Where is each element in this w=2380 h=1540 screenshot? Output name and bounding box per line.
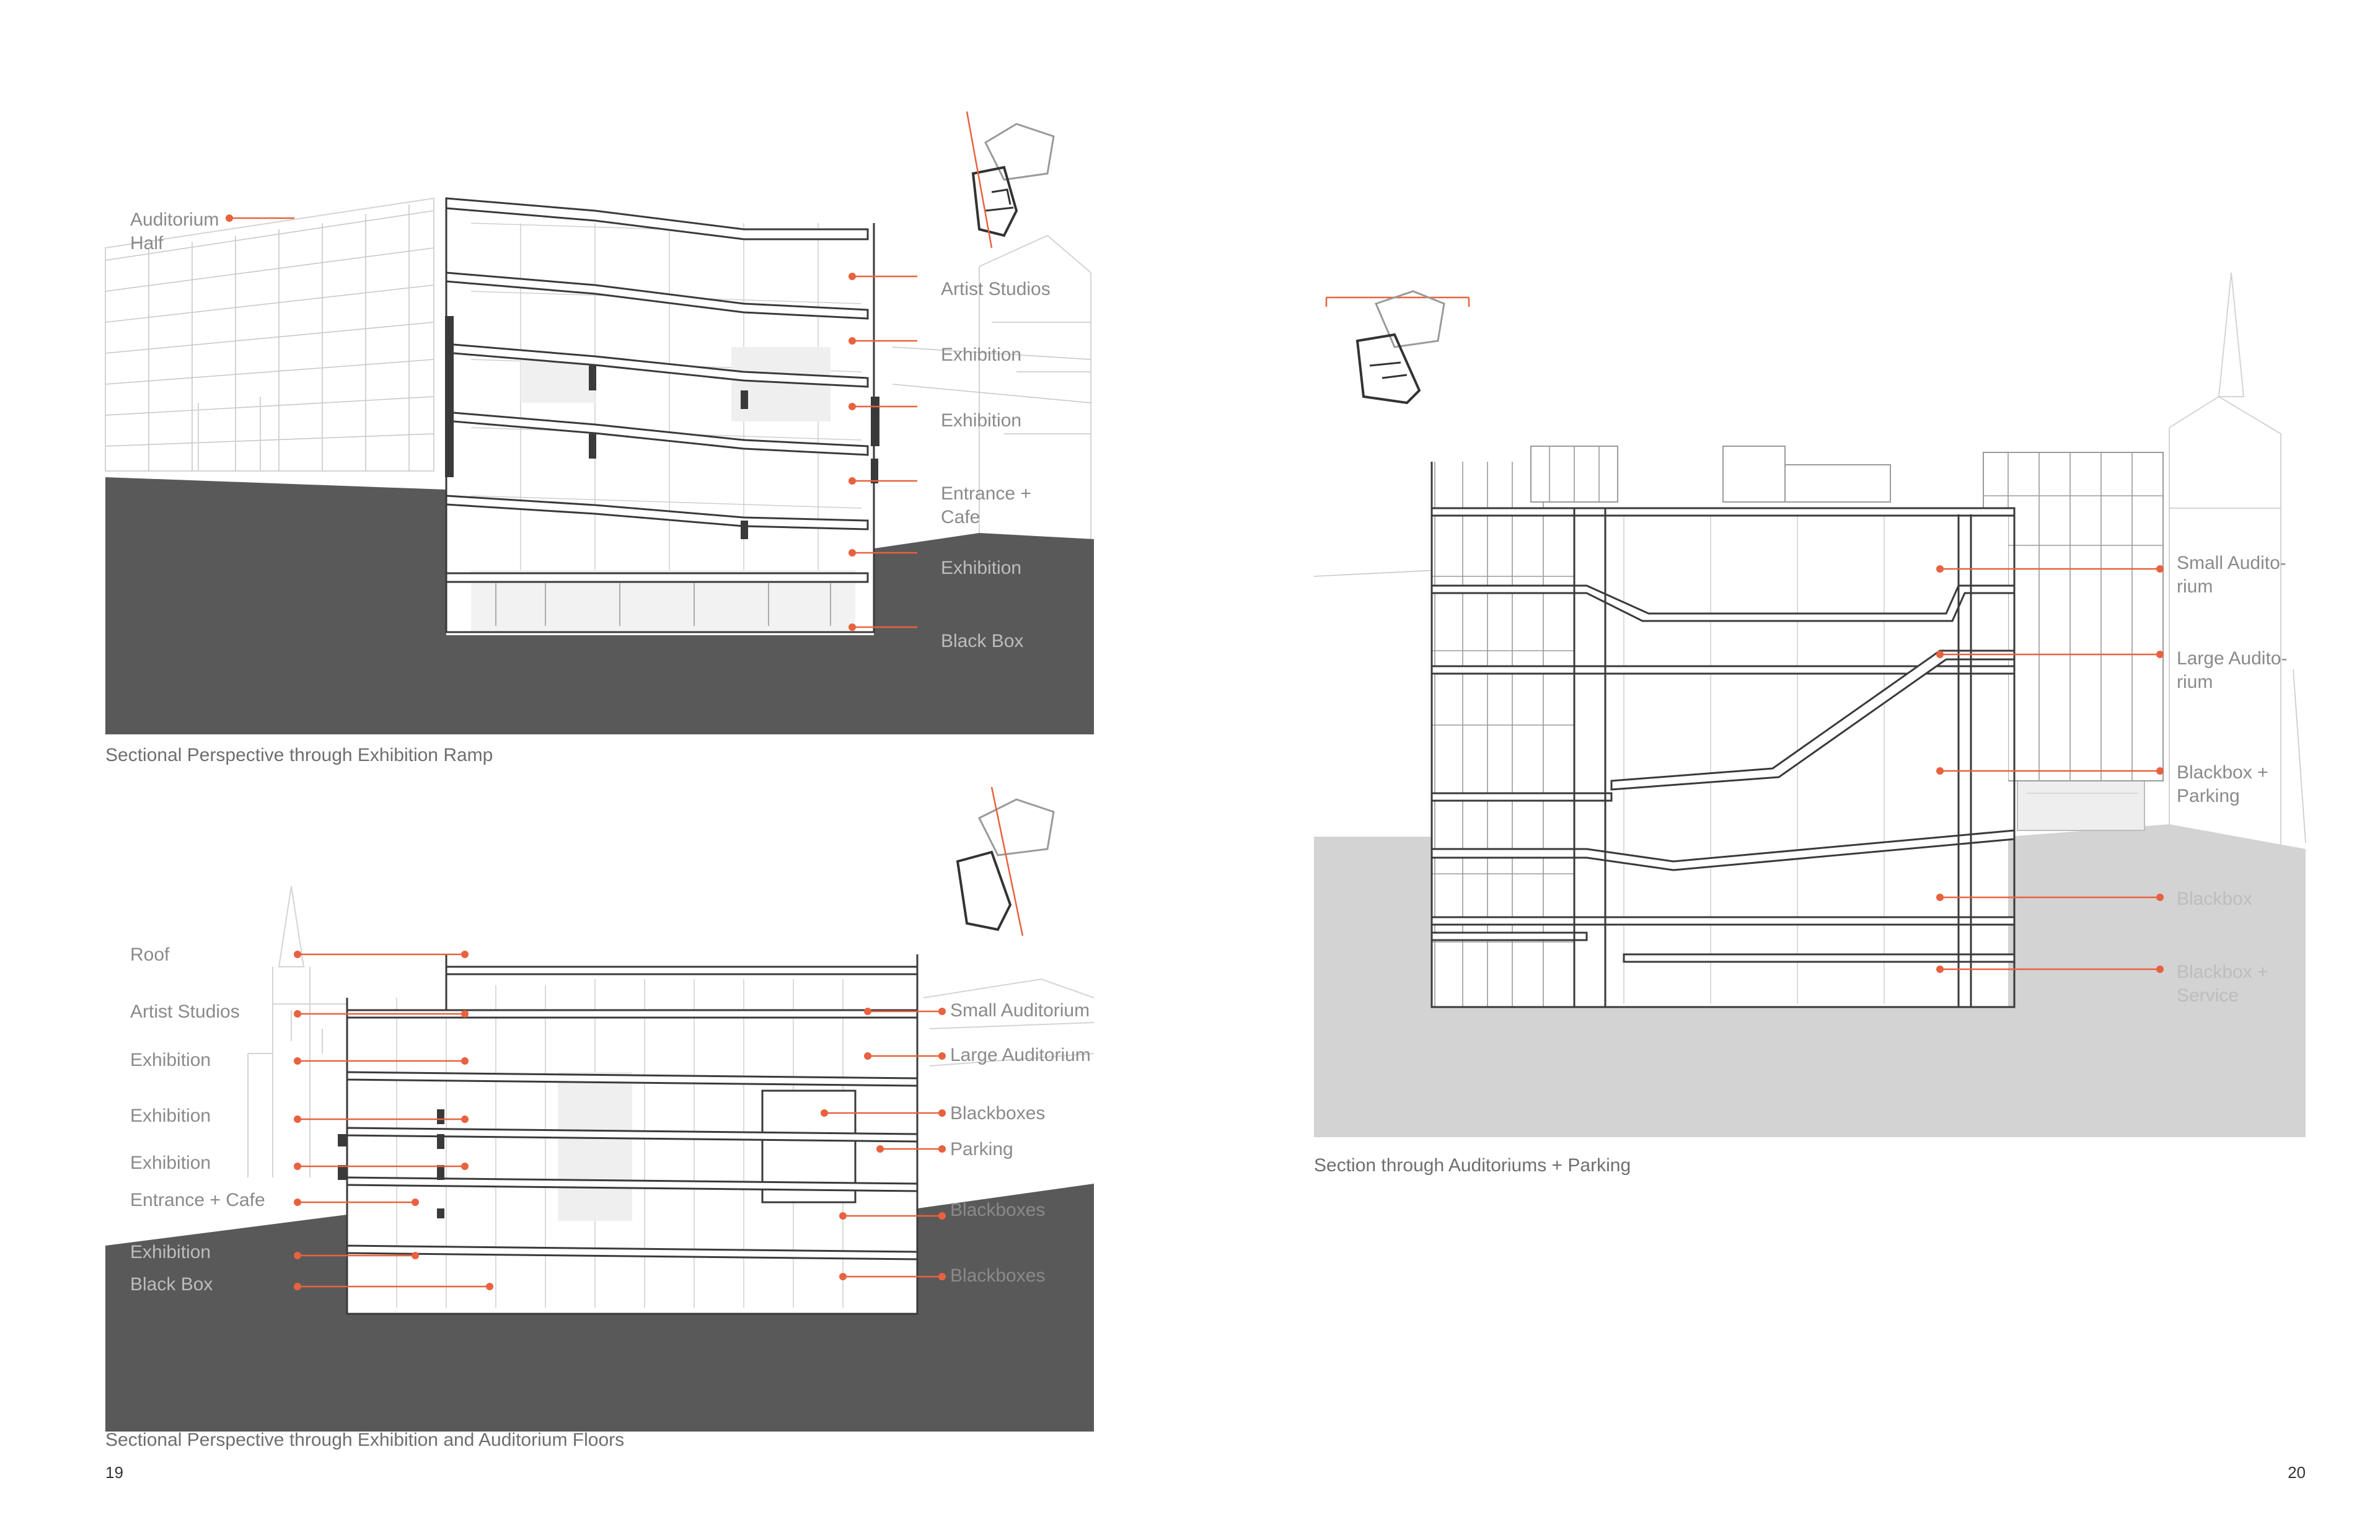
label-large-auditorium-2: rium [2177, 672, 2213, 692]
label-exhibition-2: Exhibition [941, 410, 1021, 431]
ground-mass-auditoriums [1314, 824, 2306, 1137]
label-entrance-cafe-2: Cafe [941, 507, 980, 527]
context-church-left [247, 886, 348, 1177]
label-blackbox-service-1: Blackbox + [2177, 962, 2268, 982]
building-section-ramp [445, 197, 879, 635]
context-church-right [892, 234, 1091, 545]
key-plan-ramp [966, 111, 1055, 249]
ground-mass-floors [105, 1184, 1094, 1432]
caption-exhibition-auditorium-floors: Sectional Perspective through Exhibition… [105, 1430, 624, 1450]
panel-exhibition-auditorium-floors: Roof Artist Studios Exhibition Exhibitio… [105, 786, 1095, 1450]
page-number-right: 20 [2288, 1463, 2306, 1482]
key-plan-floors [956, 786, 1055, 936]
caption-exhibition-ramp: Sectional Perspective through Exhibition… [105, 745, 493, 765]
ground-mass [105, 477, 1094, 734]
label-black-box-left: Black Box [130, 1274, 213, 1295]
context-glazing-left [105, 197, 434, 472]
label-entrance-cafe-1: Entrance + [941, 483, 1031, 504]
label-large-auditorium-floors: Large Auditorium [950, 1045, 1091, 1065]
label-artist-studios: Artist Studios [941, 279, 1051, 299]
label-black-box: Black Box [941, 631, 1023, 651]
label-auditorium-half-1: Auditorium [130, 209, 219, 230]
label-exhibition-left-2: Exhibition [130, 1106, 211, 1126]
label-artist-studios-2: Artist Studios [130, 1001, 240, 1022]
label-blackboxes-2: Blackboxes [950, 1200, 1045, 1220]
panel-auditoriums-parking: Small Audito- rium Large Audito- rium Bl… [1313, 272, 2306, 1176]
label-blackbox-service-2: Service [2177, 985, 2239, 1006]
caption-auditoriums-parking: Section through Auditoriums + Parking [1314, 1155, 1631, 1176]
context-right-floors [923, 978, 1095, 1067]
label-exhibition-left-3: Exhibition [130, 1153, 211, 1173]
label-exhibition-left-4: Exhibition [130, 1242, 211, 1262]
label-blackboxes-1: Blackboxes [950, 1103, 1045, 1124]
label-blackbox-parking-2: Parking [2177, 786, 2240, 806]
building-section-floors [338, 954, 919, 1315]
label-exhibition-3: Exhibition [941, 558, 1021, 578]
label-roof: Roof [130, 944, 170, 965]
panel-exhibition-ramp: Auditorium Half Artist Studios Exhibitio… [105, 111, 1094, 765]
key-plan-auditoriums [1325, 290, 1470, 405]
label-exhibition-1: Exhibition [941, 345, 1021, 365]
label-large-auditorium-1: Large Audito- [2177, 648, 2287, 669]
label-parking: Parking [950, 1139, 1013, 1159]
page-number-left: 19 [105, 1463, 123, 1482]
label-small-auditorium-floors: Small Auditorium [950, 1000, 1090, 1021]
context-church-auditoriums [1313, 272, 2306, 849]
label-auditorium-half-2: Half [130, 233, 164, 253]
label-small-auditorium-1: Small Audito- [2177, 553, 2286, 573]
label-blackbox: Blackbox [2177, 889, 2252, 909]
label-blackbox-parking-1: Blackbox + [2177, 762, 2268, 783]
label-exhibition-left-1: Exhibition [130, 1050, 211, 1070]
label-entrance-cafe-left: Entrance + Cafe [130, 1190, 265, 1210]
building-section-auditoriums [1430, 446, 2164, 1008]
label-small-auditorium-2: rium [2177, 576, 2213, 597]
label-blackboxes-3: Blackboxes [950, 1265, 1045, 1286]
